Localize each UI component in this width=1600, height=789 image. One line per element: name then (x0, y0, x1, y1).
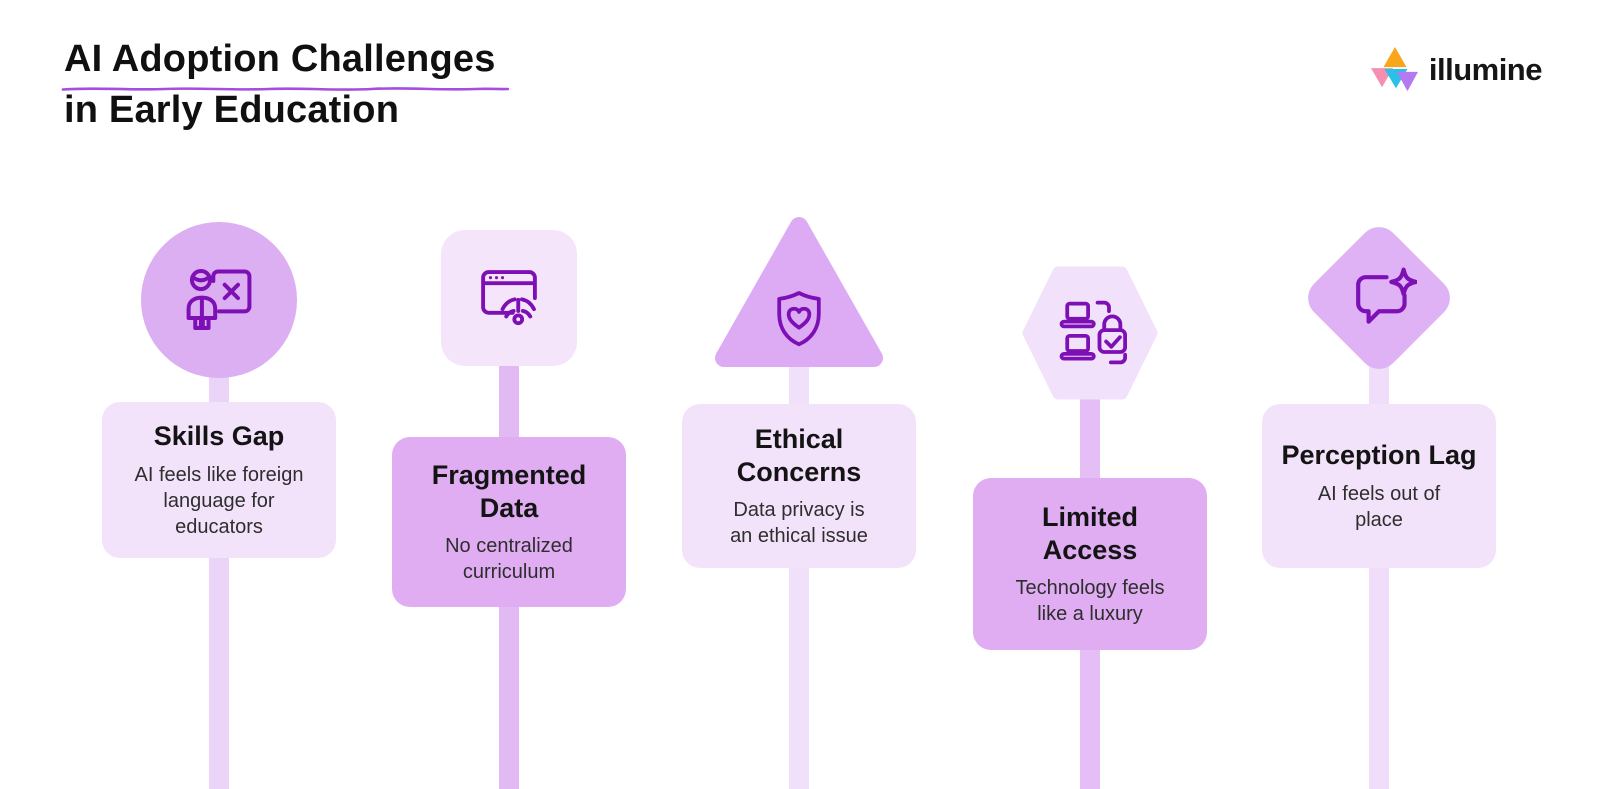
page-title: AI Adoption Challenges in Early Educatio… (61, 34, 510, 136)
title-line2: in Early Education (64, 89, 400, 131)
challenge-column-limited-access: Limited Access Technology feels like a l… (944, 0, 1236, 789)
challenge-card: Skills Gap AI feels like foreign languag… (102, 402, 336, 558)
icon-shape-circle (141, 222, 297, 378)
card-title: Perception Lag (1281, 440, 1477, 471)
card-title: Ethical Concerns (736, 424, 862, 487)
challenge-column-fragmented-data: Fragmented Data No centralized curriculu… (363, 0, 655, 789)
challenge-column-ethical-concerns: Ethical Concerns Data privacy is an ethi… (653, 0, 945, 789)
challenge-card: Fragmented Data No centralized curriculu… (392, 437, 626, 607)
challenge-column-perception-lag: Perception Lag AI feels out of place (1233, 0, 1525, 789)
icon-shape-hexagon (1022, 266, 1158, 400)
challenge-card: Ethical Concerns Data privacy is an ethi… (682, 404, 916, 568)
icon-shape-rounded-square (441, 230, 577, 366)
card-description: Data privacy is an ethical issue (730, 498, 868, 547)
card-description: No centralized curriculum (445, 534, 573, 583)
header: AI Adoption Challenges in Early Educatio… (61, 34, 510, 136)
illumine-logo-mark-icon (1370, 46, 1418, 92)
title-underline-squiggle (61, 87, 510, 91)
teacher-board-x-icon (186, 269, 252, 331)
card-title: Fragmented Data (431, 460, 587, 523)
card-description: Technology feels like a luxury (1015, 576, 1165, 625)
challenge-column-skills-gap: Skills Gap AI feels like foreign languag… (73, 0, 365, 789)
card-description: AI feels like foreign language for educa… (134, 463, 304, 538)
shield-heart-icon (777, 291, 821, 347)
illumine-logo: illumine (1370, 46, 1543, 94)
card-title: Limited Access (1041, 502, 1138, 565)
card-description: AI feels out of place (1317, 482, 1441, 531)
devices-lock-icon (1059, 300, 1127, 365)
title-line1: AI Adoption Challenges (64, 38, 496, 80)
icon-shape-diamond (1299, 218, 1459, 378)
icon-shape-triangle (714, 216, 884, 368)
browser-no-signal-icon (481, 270, 537, 326)
illumine-logo-text: illumine (1428, 52, 1543, 87)
card-title: Skills Gap (153, 421, 285, 452)
challenge-card: Limited Access Technology feels like a l… (973, 478, 1207, 650)
challenge-card: Perception Lag AI feels out of place (1262, 404, 1496, 568)
chat-sparkle-icon (1356, 267, 1417, 324)
